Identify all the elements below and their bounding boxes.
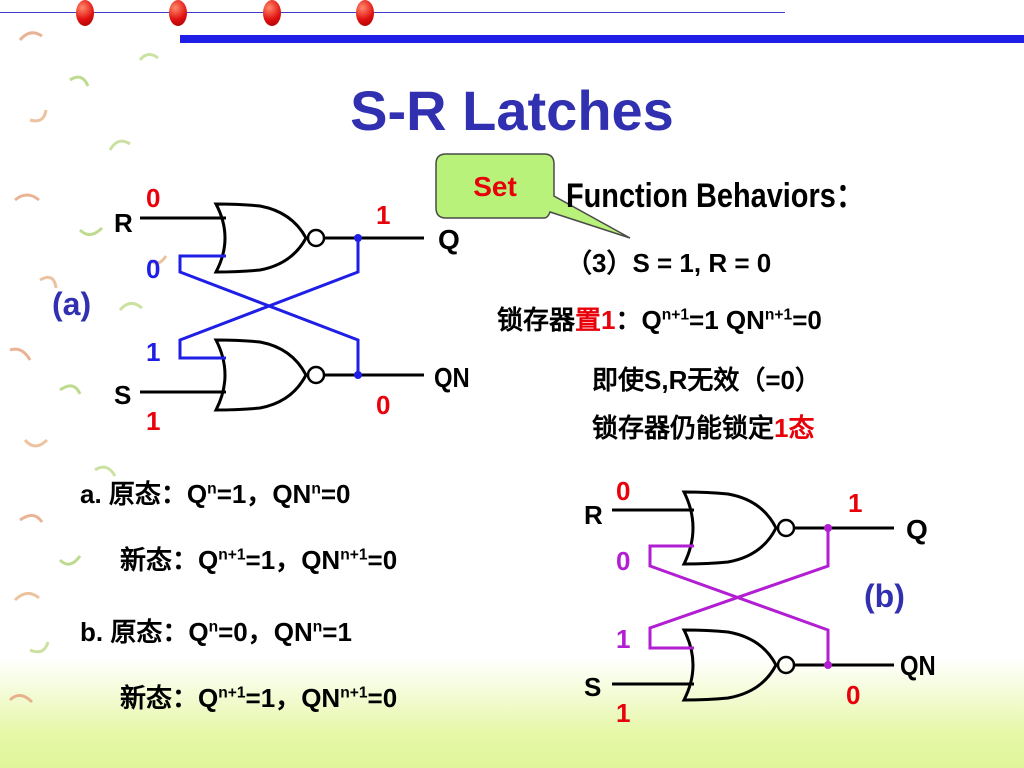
case-a-new-state: 新态：Qn+1=1，QNn+1=0 — [120, 545, 398, 575]
circuit-a-label: (a) — [52, 286, 92, 322]
latch-set-line: 锁存器置1：Qn+1=1 QNn+1=0 — [497, 305, 822, 335]
circuit-b-r-feedback-value: 0 — [616, 546, 631, 576]
circuit-a-s-input-value: 1 — [146, 406, 161, 436]
circuit-b-s-label: S — [584, 672, 602, 702]
red-dot-decoration — [169, 0, 187, 26]
circuit-a-q-label: Q — [438, 224, 460, 255]
nor-gate-top — [213, 202, 308, 274]
decorative-leaf-pattern — [8, 31, 168, 704]
circuit-b-q-value: 1 — [848, 488, 863, 518]
inputs-invalid-line: 即使S,R无效（=0） — [592, 365, 821, 395]
circuit-b-s-feedback-value: 1 — [616, 624, 631, 654]
circuit-b-s-input-value: 1 — [616, 698, 631, 728]
circuit-a-qn-value: 0 — [376, 390, 391, 420]
circuit-a-r-label: R — [114, 208, 133, 238]
circuit-b-r-input-value: 0 — [616, 476, 631, 506]
function-behaviors-heading: Function Behaviors： — [566, 177, 865, 215]
circuit-a-r-input-value: 0 — [146, 183, 161, 213]
circuit-a-q-value: 1 — [376, 200, 391, 230]
nor-gate-bottom — [213, 338, 308, 412]
case-3-condition: （3）S = 1, R = 0 — [566, 248, 772, 278]
circuit-b-qn-label: QN — [900, 650, 936, 681]
latch-locked-line: 锁存器仍能锁定1态 — [592, 413, 815, 443]
set-callout-label: Set — [473, 171, 517, 202]
case-a-old-state: a. 原态：Qn=1，QNn=0 — [80, 479, 351, 509]
red-dot-decoration — [356, 0, 374, 26]
slide-title: S-R Latches — [350, 79, 674, 142]
header-divider-bar — [180, 35, 1024, 43]
circuit-b-qn-value: 0 — [846, 680, 861, 710]
background-gradient — [0, 658, 1024, 768]
circuit-a-qn-label: QN — [434, 362, 470, 393]
circuit-b-label: (b) — [864, 578, 905, 614]
nor-gate-top-b — [681, 490, 778, 566]
circuit-b-r-label: R — [584, 500, 603, 530]
case-b-new-state: 新态：Qn+1=1，QNn+1=0 — [120, 683, 398, 713]
red-dot-decoration — [263, 0, 281, 26]
case-b-old-state: b. 原态：Qn=0，QNn=1 — [80, 617, 352, 647]
circuit-b-q-label: Q — [906, 514, 928, 545]
circuit-a-s-label: S — [114, 380, 132, 410]
red-dot-decoration — [76, 0, 94, 26]
circuit-a-s-feedback-value: 1 — [146, 337, 161, 367]
header-divider-thin — [0, 12, 785, 13]
circuit-a-r-feedback-value: 0 — [146, 254, 161, 284]
